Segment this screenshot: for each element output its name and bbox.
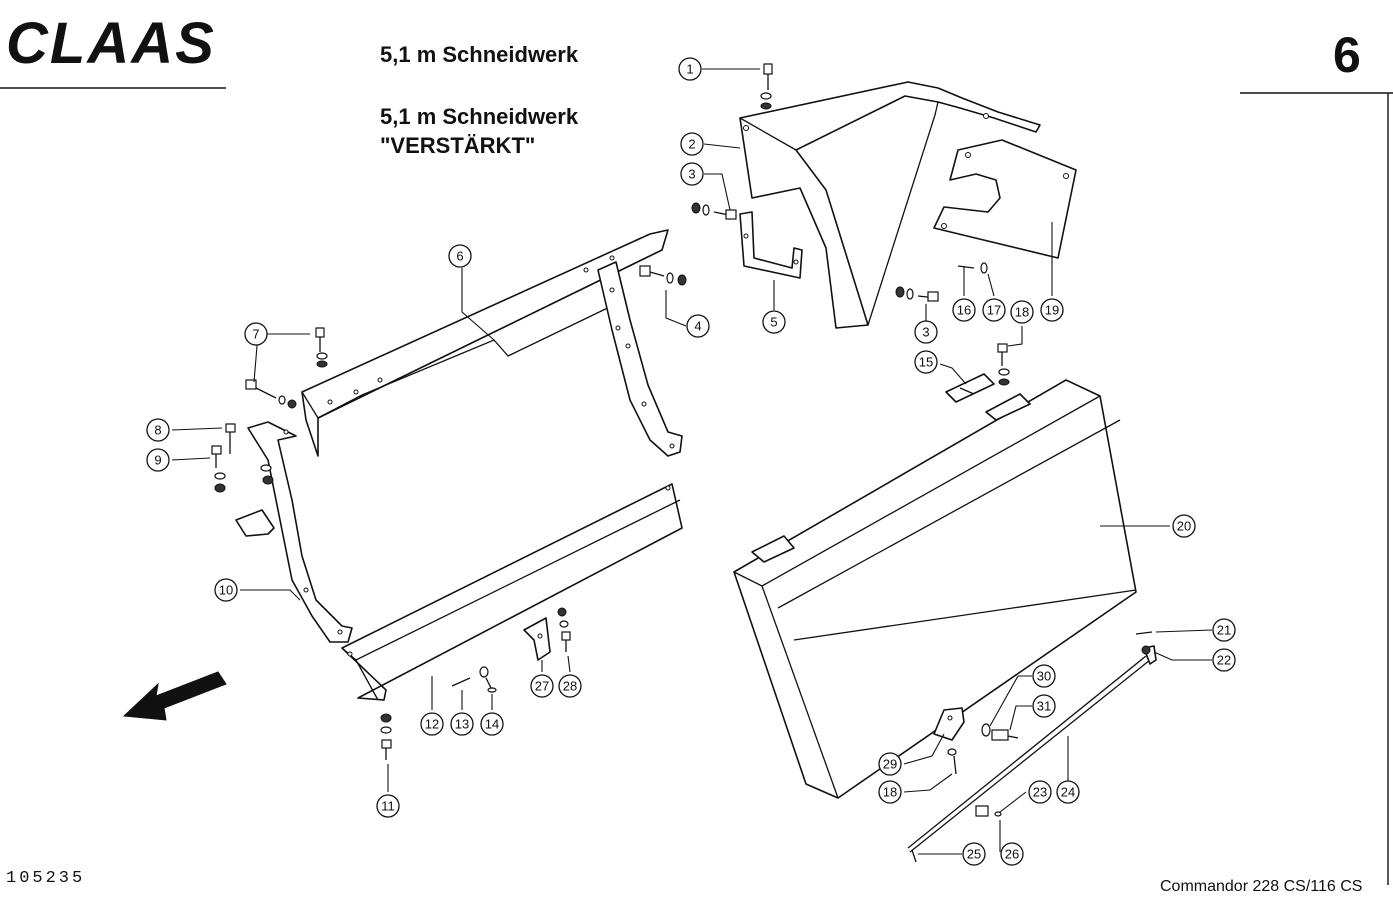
svg-text:28: 28 [563,679,577,694]
document-number: 105235 [6,869,86,888]
callout-28: 28 [558,674,582,698]
callout-14: 14 [480,712,504,736]
callout-15: 15 [914,350,938,374]
svg-text:20: 20 [1177,519,1191,534]
callout-27: 27 [530,674,554,698]
callout-29: 29 [878,752,902,776]
callout-20: 20 [1172,514,1196,538]
svg-text:10: 10 [219,583,233,598]
svg-text:15: 15 [919,355,933,370]
model-designation: Commandor 228 CS/116 CS [1160,878,1363,895]
cover-plate-part-19 [933,139,1077,259]
callout-19: 19 [1040,298,1064,322]
svg-text:5: 5 [770,315,777,330]
callout-4: 4 [686,314,710,338]
page-number: 6 [1333,27,1361,83]
svg-text:17: 17 [987,303,1001,318]
callout-8: 8 [146,418,170,442]
svg-text:7: 7 [252,327,259,342]
callout-25: 25 [962,842,986,866]
leader-lines [171,68,1213,855]
svg-text:31: 31 [1037,699,1051,714]
svg-text:24: 24 [1061,785,1075,800]
callout-3-lower: 3 [914,320,938,344]
callout-6: 6 [448,244,472,268]
large-cover-part-20 [733,379,1137,799]
title-line-2: 5,1 m Schneidwerk [380,104,579,129]
callout-24: 24 [1056,780,1080,804]
svg-text:8: 8 [154,423,161,438]
svg-text:12: 12 [425,717,439,732]
callout-10: 10 [214,578,238,602]
svg-text:14: 14 [485,717,499,732]
svg-text:3: 3 [922,325,929,340]
svg-text:29: 29 [883,757,897,772]
fasteners [211,63,1153,863]
callout-22: 22 [1212,648,1236,672]
callout-2: 2 [680,132,704,156]
callout-7: 7 [244,322,268,346]
callout-17: 17 [982,298,1006,322]
brand-wordmark: CLAAS [6,11,216,76]
callout-23: 23 [1028,780,1052,804]
angle-rail-part-12 [341,483,683,701]
callout-11: 11 [376,794,400,818]
svg-text:3: 3 [688,167,695,182]
svg-text:13: 13 [455,717,469,732]
callout-9: 9 [146,448,170,472]
direction-arrow-icon [122,671,227,721]
svg-text:11: 11 [381,799,395,814]
callout-18-upper: 18 [1010,300,1034,324]
svg-text:27: 27 [535,679,549,694]
svg-text:23: 23 [1033,785,1047,800]
bracket-part-29 [933,707,965,741]
title-line-1: 5,1 m Schneidwerk [380,42,579,67]
callout-18-lower: 18 [878,780,902,804]
title-line-3: "VERSTÄRKT" [380,133,536,158]
svg-text:18: 18 [883,785,897,800]
callout-31: 31 [1032,694,1056,718]
svg-text:30: 30 [1037,669,1051,684]
svg-text:22: 22 [1217,653,1231,668]
svg-text:2: 2 [688,137,695,152]
svg-text:6: 6 [456,249,463,264]
side-strut-part-10 [235,421,353,643]
callout-16: 16 [952,298,976,322]
callout-13: 13 [450,712,474,736]
divider-shield-part-2 [739,81,1041,329]
bracket-part-27 [523,617,551,661]
support-beam-part-6 [301,229,683,457]
svg-text:4: 4 [694,319,701,334]
svg-text:19: 19 [1045,303,1059,318]
callout-21: 21 [1212,618,1236,642]
callout-3-upper: 3 [680,162,704,186]
callout-12: 12 [420,712,444,736]
callout-26: 26 [1000,842,1024,866]
u-bracket-part-5 [739,211,803,279]
svg-text:26: 26 [1005,847,1019,862]
hinge-part-15 [945,373,995,403]
svg-text:1: 1 [686,62,693,77]
callout-30: 30 [1032,664,1056,688]
svg-text:9: 9 [154,453,161,468]
svg-text:16: 16 [957,303,971,318]
callout-5: 5 [762,310,786,334]
svg-text:21: 21 [1217,623,1231,638]
svg-text:25: 25 [967,847,981,862]
callout-1: 1 [678,57,702,81]
svg-text:18: 18 [1015,305,1029,320]
claas-logo: CLAAS [6,11,230,76]
